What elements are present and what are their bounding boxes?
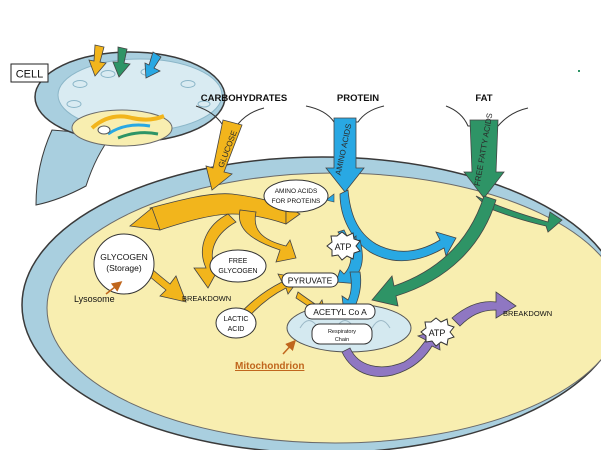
pyruvate: PYRUVATE bbox=[281, 272, 339, 288]
cell-label: CELL bbox=[10, 63, 49, 83]
free-glycogen-label-2: GLYCOGEN bbox=[218, 268, 257, 275]
atp-right-label: ATP bbox=[429, 328, 446, 338]
pyruvate-label: PYRUVATE bbox=[288, 276, 333, 286]
free-fatty-acids-inflow-arrow: FREE FATTY ACIDS bbox=[463, 112, 505, 199]
glycogen-storage: GLYCOGEN (Storage) bbox=[93, 233, 155, 295]
breakdown-left-label: BREAKDOWN bbox=[182, 294, 231, 303]
lactic-acid: LACTIC ACID bbox=[215, 307, 257, 339]
acetyl-coa: ACETYL Co A bbox=[304, 303, 376, 320]
amino-acids-for-proteins-label-1: AMINO ACIDS bbox=[275, 188, 318, 195]
chain-label: Chain bbox=[335, 337, 349, 343]
cell-thumbnail bbox=[34, 51, 226, 206]
atp-burst-right: ATP bbox=[420, 317, 455, 347]
lactic-label: LACTIC bbox=[224, 316, 249, 323]
glycogen-label: GLYCOGEN bbox=[100, 252, 148, 262]
stray-dot bbox=[578, 70, 580, 72]
small-blue-arrow bbox=[144, 51, 162, 79]
acid-label: ACID bbox=[228, 326, 245, 333]
free-glycogen-label-1: FREE bbox=[229, 258, 248, 265]
amino-acids-for-proteins-label-2: FOR PROTEINS bbox=[272, 198, 321, 205]
small-green-arrow bbox=[112, 46, 131, 78]
fat-heading: FAT bbox=[475, 93, 492, 104]
cell-label-text: CELL bbox=[16, 69, 44, 81]
atp-burst-top: ATP bbox=[326, 231, 361, 261]
mitochondrion-label: Mitochondrion bbox=[235, 361, 304, 372]
respiratory-label: Respiratory bbox=[328, 329, 356, 335]
amino-acids-inflow-arrow: AMINO ACIDS bbox=[325, 117, 365, 193]
fat-pathway bbox=[371, 195, 563, 307]
small-yellow-arrow bbox=[88, 44, 107, 77]
atp-top-label: ATP bbox=[335, 242, 352, 252]
mitochondrion-annotation: Mitochondrion bbox=[235, 339, 304, 372]
free-glycogen: FREE GLYCOGEN bbox=[209, 249, 267, 283]
respiratory-chain: Respiratory Chain bbox=[311, 323, 373, 345]
acetyl-coa-label: ACETYL Co A bbox=[313, 307, 367, 317]
lysosome-annotation: Lysosome bbox=[74, 281, 123, 304]
lysosome-label: Lysosome bbox=[74, 294, 115, 304]
amino-acids-for-proteins: AMINO ACIDS FOR PROTEINS bbox=[263, 179, 329, 213]
carbohydrates-heading: CARBOHYDRATES bbox=[201, 93, 287, 104]
protein-heading: PROTEIN bbox=[337, 93, 379, 104]
breakdown-right-label: BREAKDOWN bbox=[503, 309, 552, 318]
atp-pathways bbox=[341, 291, 517, 377]
glycogen-storage-label: (Storage) bbox=[106, 263, 142, 273]
